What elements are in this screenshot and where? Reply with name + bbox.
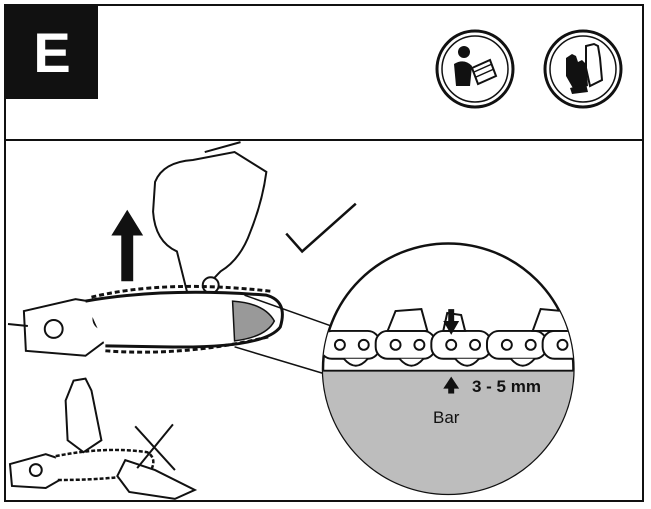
up-arrow-icon	[111, 209, 144, 282]
gap-measurement-label: 3 - 5 mm	[472, 377, 541, 396]
bar-label: Bar	[433, 408, 460, 427]
hand-lifting-chain	[152, 141, 268, 297]
panel-header: E	[6, 6, 642, 141]
step-badge: E	[6, 6, 98, 99]
chainsaw-main	[7, 284, 284, 357]
hand-holding-bar	[64, 377, 198, 500]
cross-mark-icon	[134, 423, 176, 471]
wear-gloves-icon	[543, 29, 623, 109]
checkmark-icon	[285, 202, 357, 254]
read-manual-icon	[435, 29, 515, 109]
down-arrow-icon	[443, 309, 460, 335]
magnified-detail	[321, 242, 575, 496]
instruction-panel: E	[4, 4, 644, 502]
up-small-arrow-icon	[443, 376, 460, 389]
chain-tension-illustration	[7, 141, 575, 500]
